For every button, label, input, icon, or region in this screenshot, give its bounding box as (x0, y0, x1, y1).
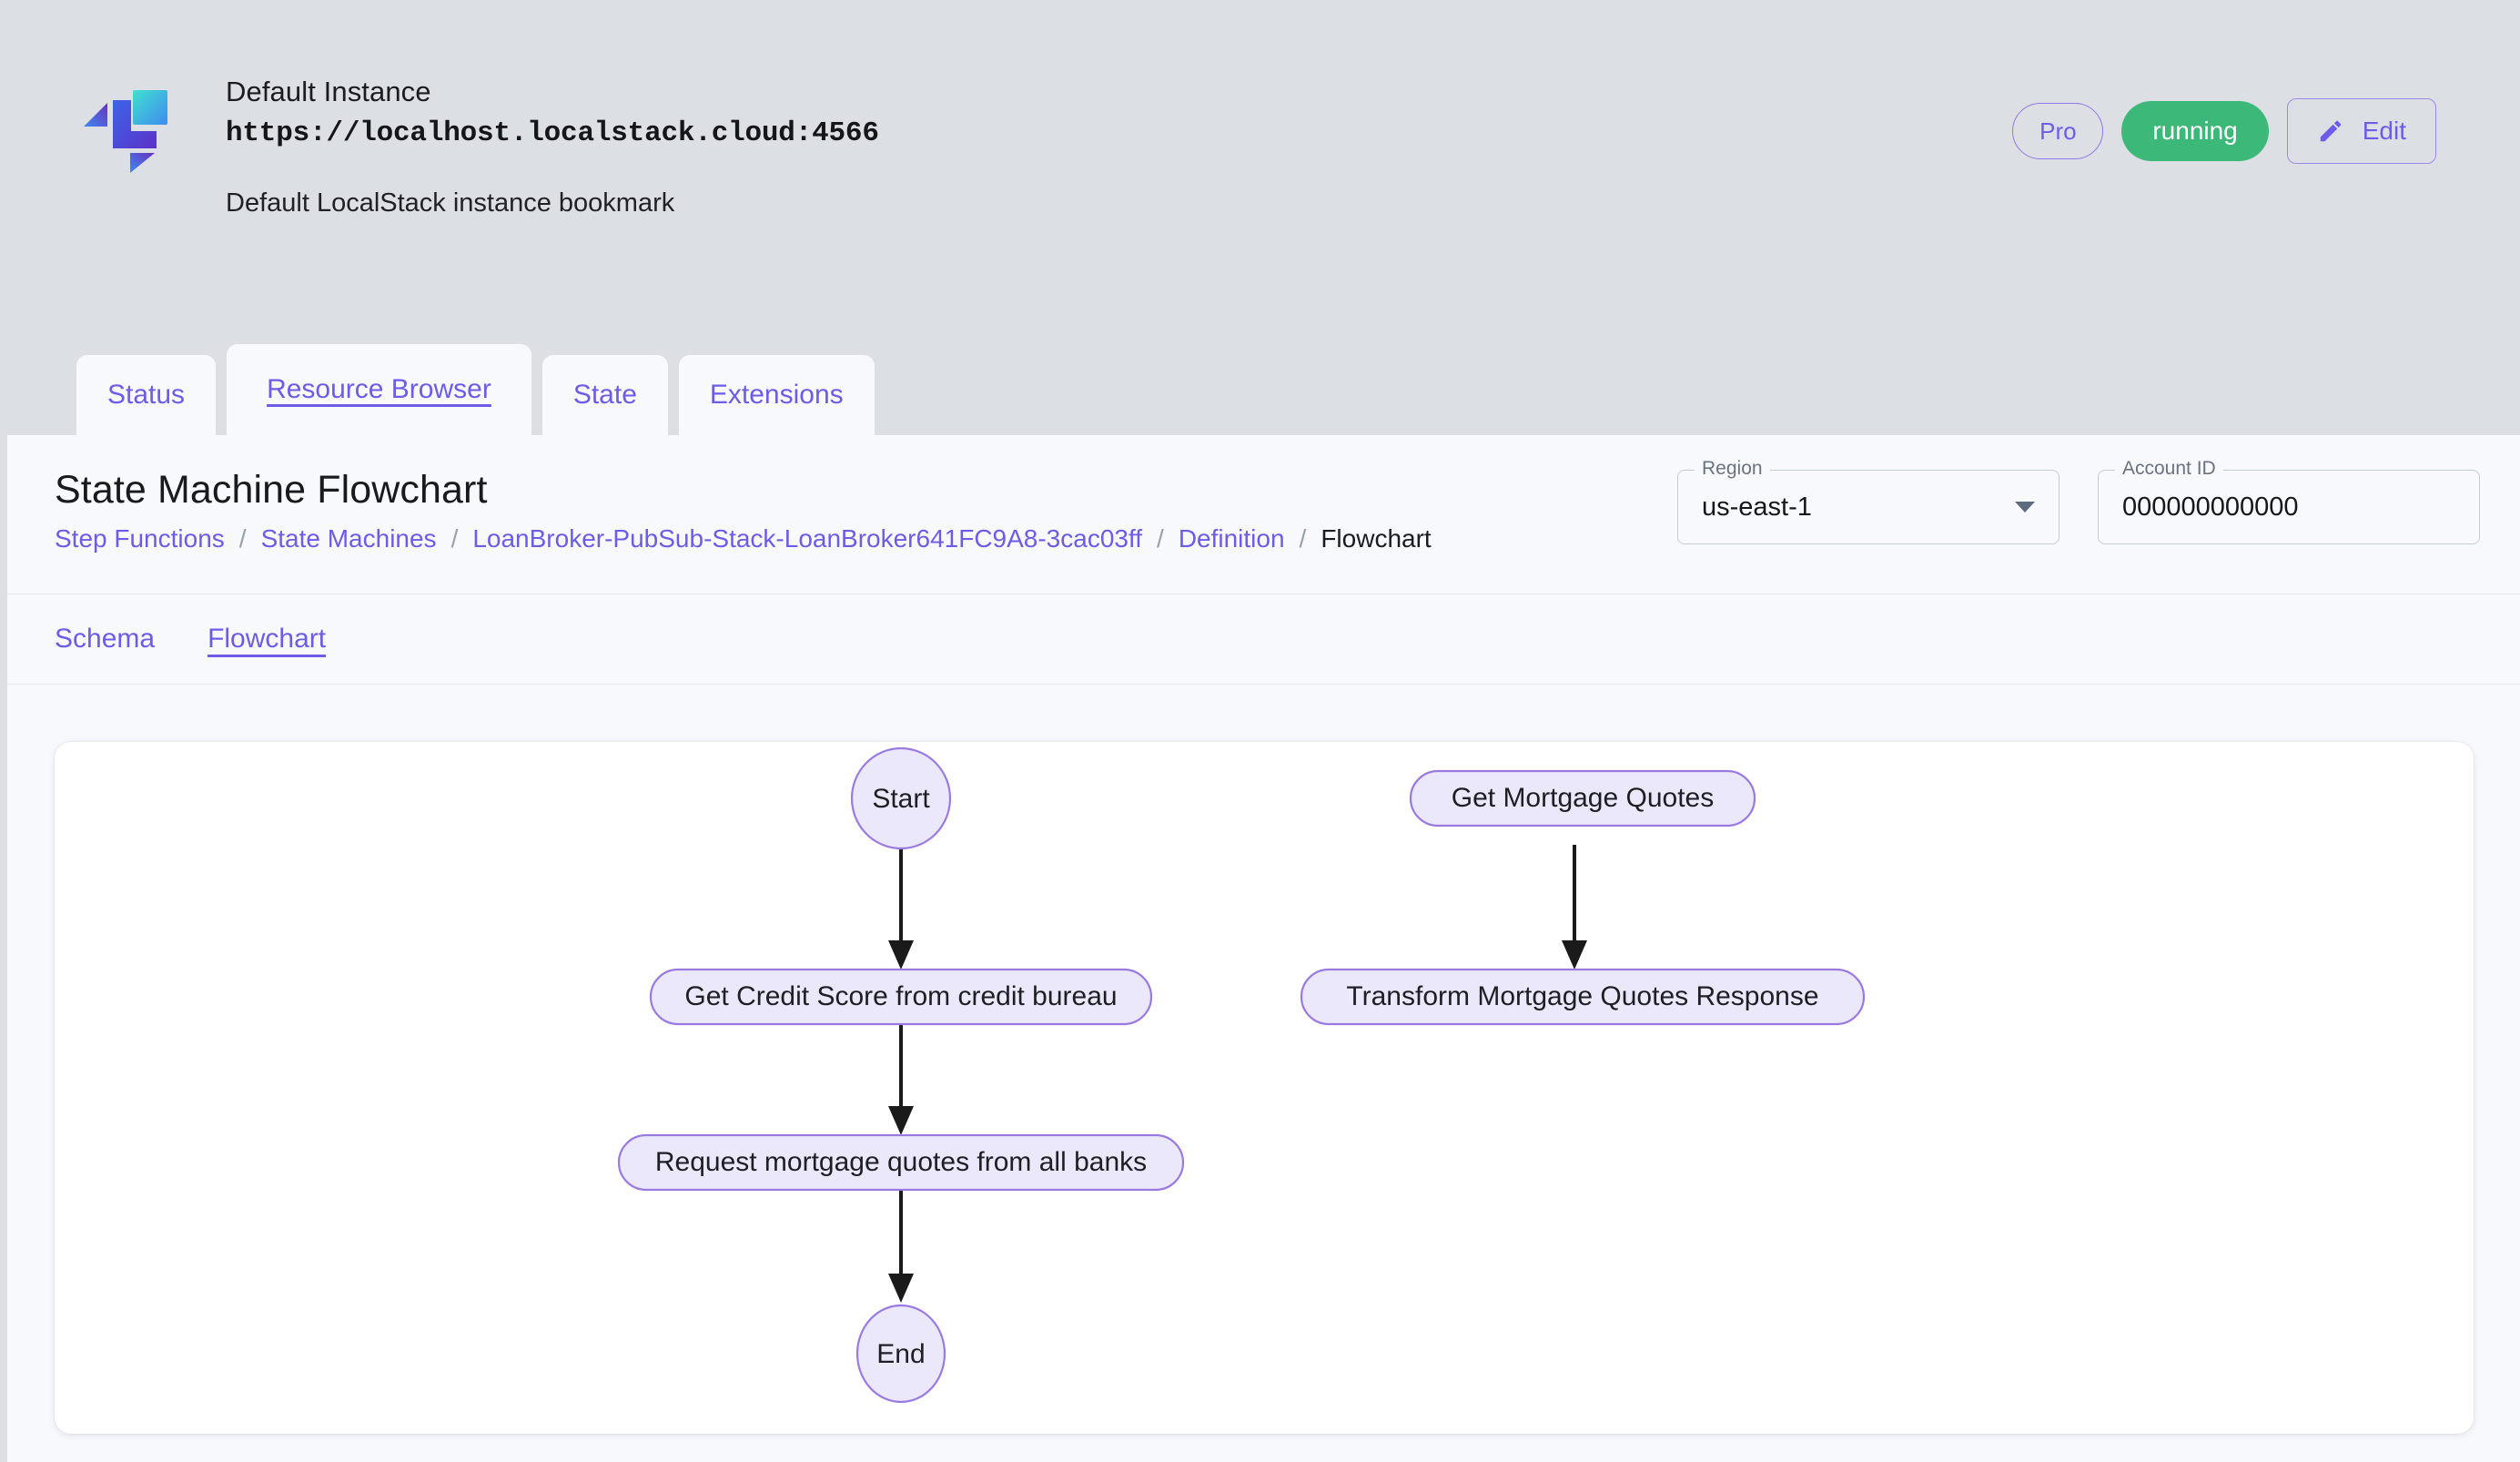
flow-node-start[interactable]: Start (850, 746, 952, 850)
instance-summary: Default Instance https://localhost.local… (80, 71, 879, 221)
account-id-field[interactable]: Account ID 000000000000 (2098, 459, 2480, 544)
status-badge[interactable]: running (2121, 101, 2269, 161)
flow-node-end[interactable]: End (855, 1304, 946, 1404)
flow-node-get-credit-score[interactable]: Get Credit Score from credit bureau (649, 968, 1153, 1026)
region-value: us-east-1 (1702, 492, 1812, 522)
breadcrumb-separator: / (450, 524, 459, 553)
tab-state[interactable]: State (541, 355, 668, 435)
edge-quotes-to-transform (1562, 845, 1587, 970)
scope-selectors: Region us-east-1 Account ID 000000000000 (1677, 459, 2480, 544)
edge-request-to-end (888, 1188, 914, 1303)
breadcrumb: Step Functions / State Machines / LoanBr… (55, 524, 1432, 553)
edge-start-to-credit (888, 845, 914, 970)
instance-name: Default Instance (226, 76, 431, 107)
instance-tabs: Status Resource Browser State Extensions (0, 344, 2520, 435)
flow-node-transform-response-label: Transform Mortgage Quotes Response (1346, 981, 1818, 1011)
account-id-value: 000000000000 (2122, 492, 2299, 522)
flow-node-get-credit-score-label: Get Credit Score from credit bureau (684, 981, 1117, 1011)
subtab-schema[interactable]: Schema (55, 624, 156, 654)
breadcrumb-item-flowchart: Flowchart (1321, 524, 1432, 553)
pencil-icon (2317, 117, 2344, 145)
instance-text-block: Default Instance https://localhost.local… (226, 71, 879, 221)
edit-button[interactable]: Edit (2286, 98, 2436, 164)
breadcrumb-separator: / (1299, 524, 1307, 553)
tab-state-label: State (572, 380, 637, 410)
page-title: State Machine Flowchart (55, 468, 488, 512)
flow-node-get-mortgage-quotes[interactable]: Get Mortgage Quotes (1409, 769, 1756, 827)
instance-header: Default Instance https://localhost.local… (0, 0, 2520, 344)
instance-description: Default LocalStack instance bookmark (226, 188, 675, 218)
flow-node-end-label: End (876, 1339, 925, 1369)
flow-node-transform-response[interactable]: Transform Mortgage Quotes Response (1300, 968, 1866, 1026)
tab-extensions[interactable]: Extensions (678, 355, 875, 435)
subtab-flowchart[interactable]: Flowchart (207, 624, 327, 654)
breadcrumb-item-definition[interactable]: Definition (1178, 524, 1285, 553)
resource-browser-panel: State Machine Flowchart Step Functions /… (7, 435, 2520, 1462)
edge-credit-to-request (888, 1021, 914, 1135)
localstack-logo-icon (80, 78, 178, 177)
pro-badge[interactable]: Pro (2012, 103, 2104, 159)
tab-status[interactable]: Status (76, 355, 217, 435)
chevron-down-icon (2015, 502, 2035, 513)
tab-extensions-label: Extensions (709, 380, 844, 410)
flow-node-request-quotes[interactable]: Request mortgage quotes from all banks (617, 1133, 1185, 1192)
region-label: Region (1695, 459, 1770, 478)
flowchart-canvas[interactable]: Start Get Credit Score from credit burea… (55, 742, 2474, 1434)
instance-endpoint-url: https://localhost.localstack.cloud:4566 (226, 117, 879, 149)
flow-node-start-label: Start (872, 784, 930, 814)
edit-button-label: Edit (2362, 117, 2406, 145)
flow-node-request-quotes-label: Request mortgage quotes from all banks (655, 1147, 1147, 1177)
definition-subtabs: Schema Flowchart (7, 594, 2520, 685)
tab-status-label: Status (107, 380, 186, 410)
breadcrumb-item-state-machines[interactable]: State Machines (260, 524, 437, 553)
region-select[interactable]: Region us-east-1 (1677, 459, 2060, 544)
breadcrumb-separator: / (1157, 524, 1164, 553)
tab-resource-browser[interactable]: Resource Browser (227, 344, 531, 435)
breadcrumb-separator: / (238, 524, 247, 553)
breadcrumb-item-step-functions[interactable]: Step Functions (55, 524, 225, 553)
breadcrumb-item-state-machine-name[interactable]: LoanBroker-PubSub-Stack-LoanBroker641FC9… (472, 524, 1143, 553)
tab-resource-browser-label: Resource Browser (267, 374, 491, 404)
account-id-label: Account ID (2115, 459, 2223, 478)
header-actions: Pro running Edit (2012, 98, 2436, 164)
flow-node-get-mortgage-quotes-label: Get Mortgage Quotes (1452, 783, 1715, 813)
page-header: State Machine Flowchart Step Functions /… (7, 435, 2520, 594)
